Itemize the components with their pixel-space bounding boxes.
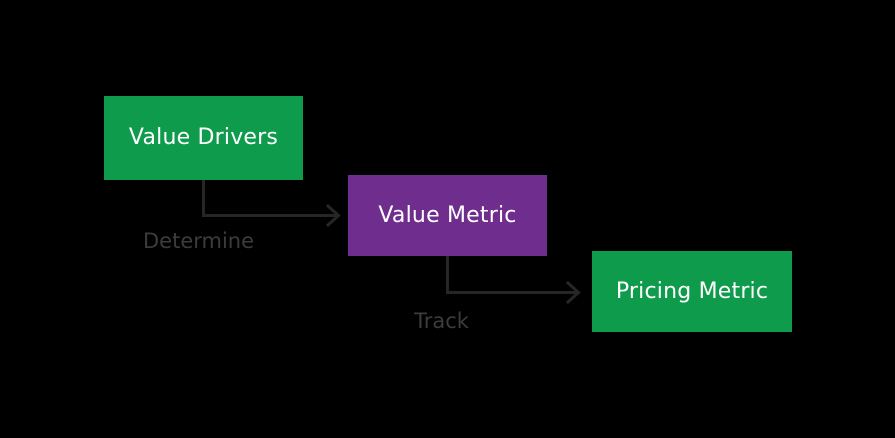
edge-track-arrowhead-icon: [565, 280, 581, 305]
node-value-drivers[interactable]: Value Drivers: [104, 96, 303, 180]
node-pricing-metric-label: Pricing Metric: [615, 278, 769, 304]
edge-determine-line: [202, 179, 338, 217]
node-value-metric-label: Value Metric: [378, 202, 517, 228]
node-value-metric[interactable]: Value Metric: [348, 175, 547, 256]
node-value-drivers-label: Value Drivers: [128, 125, 279, 150]
edge-label-determine: Determine: [143, 229, 255, 253]
edge-determine-arrowhead-icon: [325, 203, 341, 228]
edge-track-line: [446, 255, 578, 294]
node-pricing-metric[interactable]: Pricing Metric: [592, 251, 792, 332]
edge-label-track: Track: [414, 309, 469, 333]
